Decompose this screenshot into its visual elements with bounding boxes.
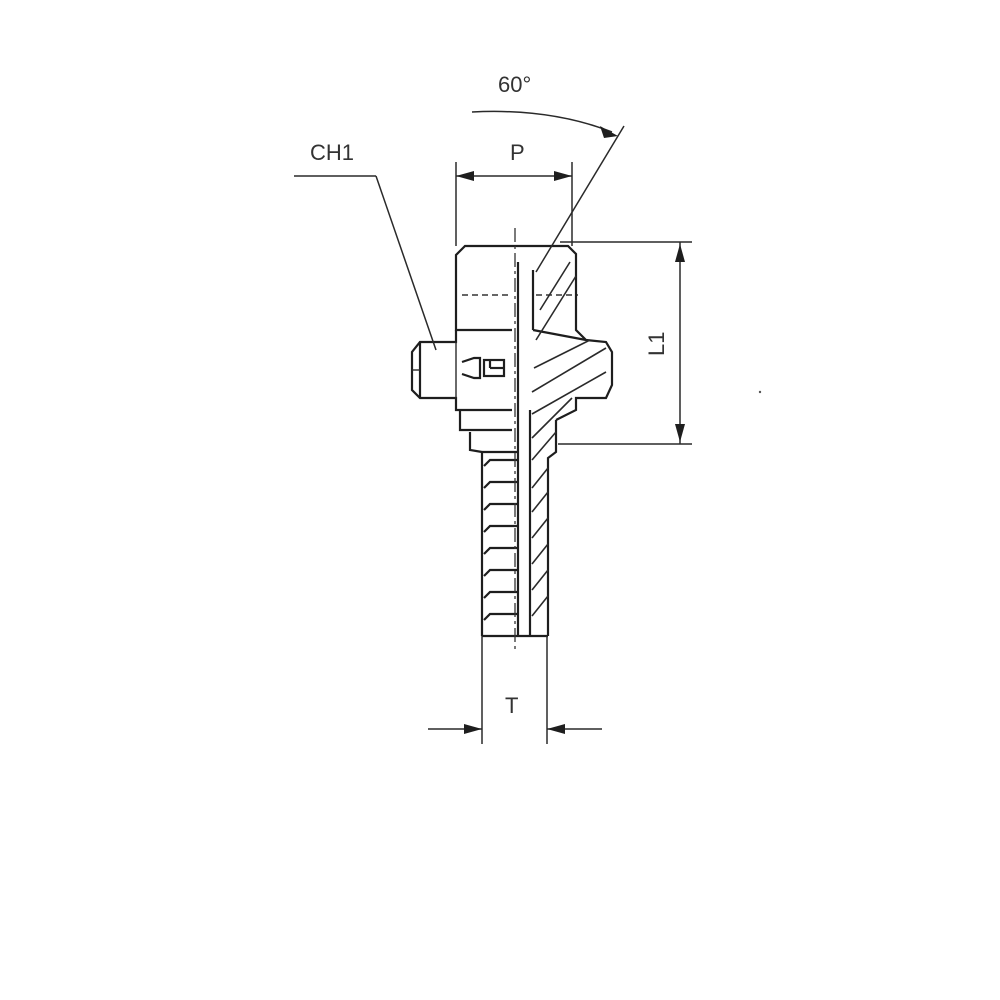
ch1-label: CH1 xyxy=(310,140,354,165)
t-dimension: T xyxy=(428,636,602,744)
t-label: T xyxy=(505,693,518,718)
angle-label: 60° xyxy=(498,72,531,97)
angle-dimension: 60° xyxy=(471,72,625,273)
p-dimension: P xyxy=(455,140,573,246)
stray-dot xyxy=(758,390,762,394)
fitting-body xyxy=(410,244,614,638)
p-label: P xyxy=(510,140,525,165)
l1-dimension: L1 xyxy=(558,241,692,445)
l1-label: L1 xyxy=(644,332,669,356)
section-hatch xyxy=(531,261,607,617)
ch1-leader: CH1 xyxy=(294,140,437,351)
